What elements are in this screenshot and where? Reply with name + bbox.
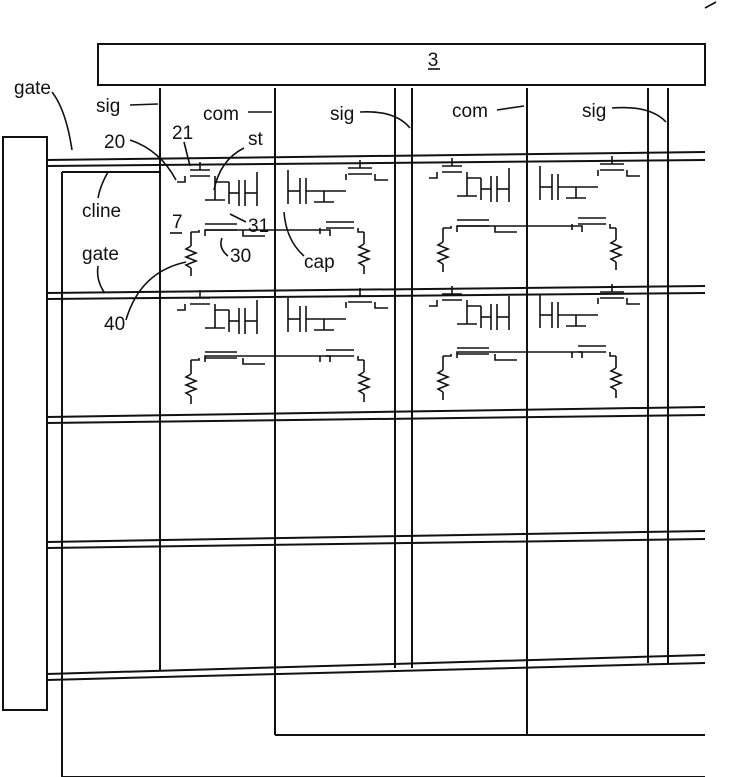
- label-20: 20: [104, 132, 125, 153]
- label-30: 30: [230, 246, 251, 267]
- label-sig-1: sig: [96, 96, 120, 117]
- label-st: st: [248, 129, 264, 150]
- leader-gate-mid: [98, 266, 104, 292]
- label-cap: cap: [304, 252, 335, 273]
- corner-mark: [705, 2, 716, 8]
- label-40: 40: [104, 314, 125, 335]
- leader-31: [230, 214, 246, 222]
- common-line-loop: [62, 172, 705, 777]
- label-com-1: com: [203, 104, 239, 125]
- label-gate-top: gate: [14, 78, 51, 99]
- label-com-2: com: [452, 101, 488, 122]
- label-sig-3: sig: [582, 101, 606, 122]
- leader-sig-3: [612, 108, 666, 122]
- leader-sig-1: [130, 104, 158, 105]
- gate-lines: [47, 152, 705, 680]
- leader-21: [184, 142, 190, 166]
- label-sig-2: sig: [330, 104, 354, 125]
- label-31: 31: [248, 216, 269, 237]
- leader-sig-2: [360, 112, 410, 128]
- leader-cline: [98, 172, 108, 198]
- leader-20: [130, 140, 176, 180]
- driver-block-label: 3: [428, 50, 439, 71]
- pixel-cells: [177, 156, 640, 404]
- leader-com-2: [497, 106, 524, 110]
- leader-cap: [284, 212, 304, 256]
- label-gate-mid: gate: [82, 244, 119, 265]
- leader-30: [221, 238, 228, 256]
- label-7: 7: [172, 212, 183, 233]
- gate-driver-block: [3, 137, 47, 710]
- label-21: 21: [172, 123, 193, 144]
- signal-driver-block: [98, 44, 705, 85]
- leader-gate-top: [52, 92, 72, 150]
- label-cline: cline: [82, 201, 121, 222]
